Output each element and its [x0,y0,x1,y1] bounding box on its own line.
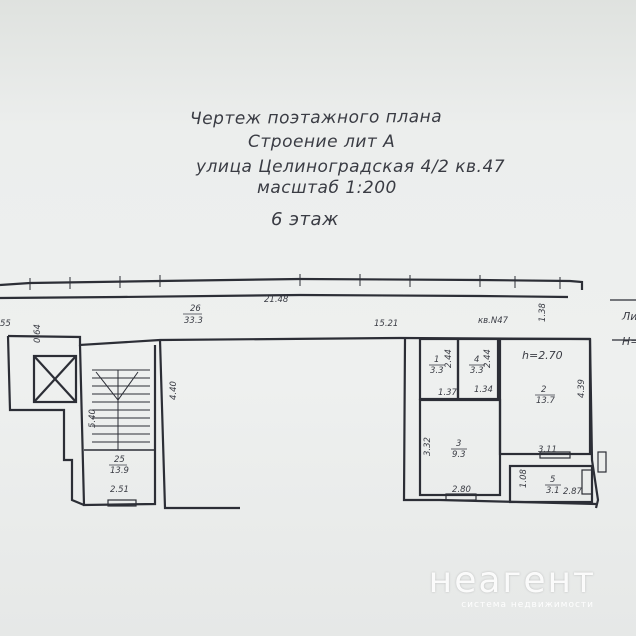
dim-251: 2.51 [110,485,129,495]
elevator-diag-2 [33,355,77,403]
room-1-area: 3.3 [430,366,444,376]
room-3-wall [418,398,502,497]
room-1-number: 1 [434,355,439,365]
building-label: Строение лит А [248,132,396,152]
dim-244a: 2.44 [444,349,454,368]
dim-287: 2.87 [563,487,583,497]
dim-108: 1.08 [519,468,529,488]
dim-332: 3.32 [423,437,433,456]
stair-wall-left [78,344,157,507]
dim-138: 1.38 [538,302,548,322]
room-2-wall [498,337,592,456]
room-2-area: 13.7 [536,396,556,406]
room-26-number: 26 [190,304,201,314]
scale-label: масштаб 1:200 [257,178,397,198]
dim-2148: 21.48 [264,295,289,305]
dim-280: 2.80 [452,485,471,495]
dim-311: 3.11 [538,445,557,455]
dim-1521: 15.21 [374,319,398,329]
room-2-number: 2 [541,385,546,395]
room-25-number: 25 [114,455,125,465]
stair-steps [92,369,150,450]
dim-137: 1.37 [438,388,458,398]
address-label: улица Целиноградская 4/2 кв.47 [196,157,506,177]
windows [107,451,607,507]
dim-439: 4.39 [577,379,587,398]
edge-label-1: Ли [621,310,636,323]
room-4-number: 4 [474,355,479,365]
corridor-wall-bottom [7,334,591,347]
apartment-number: кв.N47 [478,316,509,326]
dim-064: 0.64 [33,324,43,343]
apt-wall-bottom [439,498,597,506]
left-block-wall [6,335,85,507]
room-3-number: 3 [456,439,461,449]
room-4-area: 3.3 [470,366,484,376]
room-26-area: 33.3 [184,316,203,326]
elevator-shaft [32,354,78,404]
edge-label-2: Н= [622,335,636,348]
watermark-tagline: система недвижимости [461,600,594,610]
floor-label: 6 этаж [271,209,339,230]
stair-wall-right [158,339,240,510]
apt-wall-left [402,338,440,502]
dim-440: 4.40 [169,381,179,400]
ceiling-height: h=2.70 [522,349,563,362]
room-5-area: 3.1 [546,486,560,496]
watermark-brand: неагент [428,560,596,601]
room-5-number: 5 [550,475,555,485]
room-25-area: 13.9 [110,466,129,476]
dim-244b: 2.44 [483,349,493,368]
dim-134: 1.34 [474,385,493,395]
corridor-wall-top-inner [0,293,569,300]
outer-wall-top [0,277,584,290]
dim-540: 5.40 [88,409,98,428]
room-3-area: 9.3 [452,450,466,460]
dim-left-edge: 55 [0,319,11,329]
dimension-ticks [29,274,561,290]
